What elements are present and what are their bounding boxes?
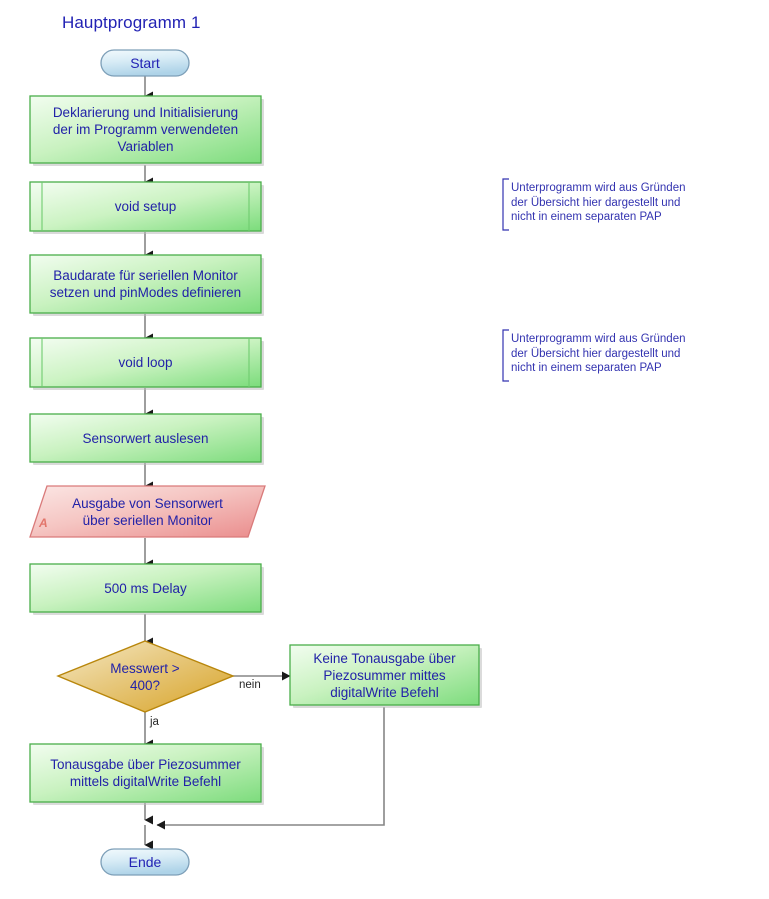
- note-bracket-loop: [502, 329, 509, 382]
- node-ende[interactable]: [100, 848, 190, 876]
- output-marker-a: A: [39, 516, 48, 530]
- note-bracket-group: [502, 178, 509, 382]
- node-void-loop[interactable]: [29, 337, 262, 388]
- node-baudrate[interactable]: [29, 254, 262, 314]
- connector-group: [144, 74, 385, 850]
- note-bracket-setup: [502, 178, 509, 231]
- node-start[interactable]: [100, 49, 190, 77]
- page-title: Hauptprogramm 1: [62, 13, 201, 32]
- node-tone[interactable]: [29, 743, 262, 803]
- edge-label-ja: ja: [150, 716, 159, 728]
- note-loop: Unterprogramm wird aus Gründen der Übers…: [511, 333, 686, 375]
- node-sensor-read[interactable]: [29, 413, 262, 463]
- note-setup: Unterprogramm wird aus Gründen der Übers…: [511, 182, 686, 224]
- edge-label-nein: nein: [239, 679, 261, 691]
- node-declare[interactable]: [29, 95, 262, 164]
- node-no-tone[interactable]: [289, 644, 480, 706]
- node-void-setup[interactable]: [29, 181, 262, 232]
- node-decision[interactable]: [56, 640, 235, 713]
- node-output[interactable]: [29, 485, 266, 538]
- node-delay[interactable]: [29, 563, 262, 613]
- connector-notone-to-merge: [156, 707, 385, 830]
